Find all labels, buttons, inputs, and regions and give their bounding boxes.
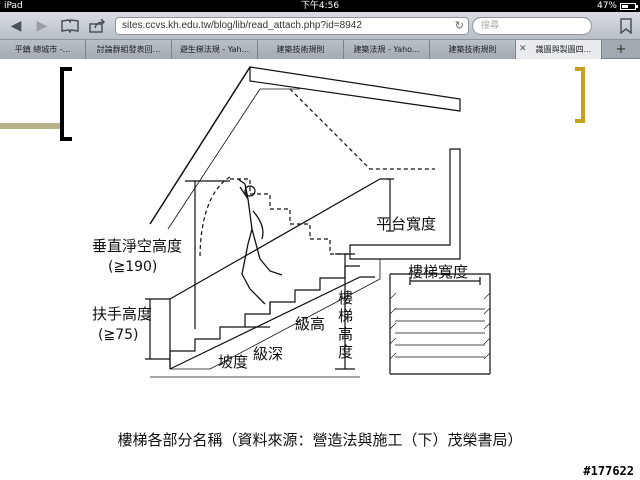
- decorative-bracket-left: [60, 67, 72, 141]
- tab-0[interactable]: 平鎮 總城市 -...: [0, 40, 86, 59]
- reload-icon[interactable]: ↻: [454, 20, 464, 32]
- close-tab-icon[interactable]: ✕: [519, 44, 527, 54]
- label-vertical-clearance: 垂直淨空高度: [92, 237, 182, 255]
- tab-bar: 平鎮 總城市 -... 討論群組發表回... 避生梯法規 - Yah... 建築…: [0, 40, 640, 59]
- decorative-bracket-right: [575, 67, 585, 123]
- label-stair-height-1: 樓: [338, 289, 353, 307]
- figure-caption: 樓梯各部分名稱（資料來源：營造法與施工（下）茂榮書局）: [117, 431, 523, 449]
- tab-5[interactable]: 建築技術規則: [430, 40, 516, 59]
- label-stair-width: 樓梯寬度: [408, 263, 468, 281]
- clock: 下午4:56: [300, 1, 340, 11]
- label-handrail-height: 扶手高度: [92, 305, 152, 323]
- forward-arrow-icon[interactable]: ▶: [36, 18, 48, 34]
- share-icon[interactable]: [88, 17, 108, 35]
- book-icon[interactable]: [60, 17, 80, 35]
- url-text: sites.ccvs.kh.edu.tw/blog/lib/read_attac…: [122, 20, 362, 31]
- label-slope: 坡度: [218, 353, 248, 371]
- label-vertical-clearance-value: (≧190): [108, 259, 157, 275]
- tab-3[interactable]: 建築技術規則: [258, 40, 344, 59]
- battery-percent: 47%: [596, 1, 617, 11]
- status-bar: iPad 下午4:56 47%: [0, 0, 640, 12]
- label-stair-height-4: 度: [338, 343, 353, 361]
- label-riser: 級高: [295, 315, 325, 333]
- tab-4[interactable]: 建築法規 - Yaho...: [344, 40, 430, 59]
- address-bar[interactable]: sites.ccvs.kh.edu.tw/blog/lib/read_attac…: [115, 17, 469, 35]
- label-landing-width: 平台寬度: [376, 215, 436, 233]
- label-stair-height-2: 梯: [338, 307, 353, 325]
- tab-2[interactable]: 避生梯法規 - Yah...: [172, 40, 258, 59]
- label-handrail-value: (≧75): [98, 327, 138, 343]
- browser-toolbar: ◀ ▶ sites.ccvs.kh.edu.tw/blog/lib/read_a…: [0, 12, 640, 40]
- back-arrow-icon[interactable]: ◀: [10, 18, 22, 34]
- new-tab-button[interactable]: +: [615, 42, 627, 57]
- tab-6-active[interactable]: ✕識圖與製圖四...: [516, 40, 602, 59]
- battery-icon: [620, 2, 638, 10]
- watermark-id: #177622: [583, 464, 634, 478]
- tab-1[interactable]: 討論群組發表回...: [86, 40, 172, 59]
- decorative-bar-left: [0, 123, 60, 129]
- search-input[interactable]: 搜尋: [472, 17, 592, 35]
- battery-indicator: 47%: [596, 0, 638, 12]
- bookmark-ribbon-icon[interactable]: [618, 16, 634, 36]
- device-name: iPad: [4, 1, 23, 11]
- page-content: 垂直淨空高度 (≧190) 扶手高度 (≧75) 平台寬度 樓梯寬度 級高 樓 …: [0, 59, 640, 480]
- label-stair-height-3: 高: [338, 325, 353, 343]
- stair-diagram: 垂直淨空高度 (≧190) 扶手高度 (≧75) 平台寬度 樓梯寬度 級高 樓 …: [92, 66, 491, 378]
- label-tread: 級深: [253, 345, 283, 363]
